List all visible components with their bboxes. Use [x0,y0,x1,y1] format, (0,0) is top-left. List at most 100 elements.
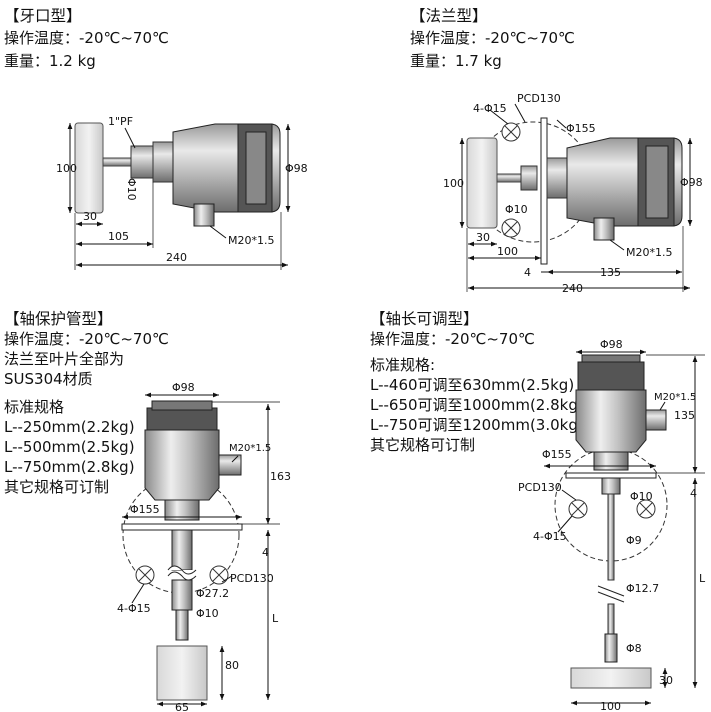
dim-label: 30 [83,210,97,223]
dim-label: Φ9 [626,534,642,547]
housing [144,429,220,501]
dim-label: Φ155 [542,448,572,461]
flange-type-text: 【法兰型】 操作温度：-20℃~70℃ 重量：1.7 kg [410,6,575,71]
shaft [496,173,522,183]
dim-label: Φ155 [566,122,596,135]
bolt-x [639,502,653,516]
shaft-tube-type-temp: 操作温度：-20℃~70℃ [4,330,169,348]
dim-label: Φ98 [600,338,623,351]
thread-type-weight: 重量：1.2 kg [4,52,96,70]
dim-label: 100 [497,245,518,258]
dim-label: 4 [262,546,269,559]
dim-label: M20*1.5 [626,246,672,259]
dim-label: 30 [476,231,490,244]
adjuster [601,477,621,495]
dim-label: 65 [175,701,189,712]
neck [152,141,174,183]
bolt-x [504,125,518,139]
bolt-x [504,221,518,235]
shaft [102,157,132,167]
dim-label: 135 [600,266,621,279]
cover-rib [645,145,669,219]
flange-type-title: 【法兰型】 [410,7,488,25]
rope [607,493,615,581]
dim-label: 105 [108,230,129,243]
thread-type-drawing: 100 30 105 240 1"PF Φ10 Φ98 M20*1.5 [56,115,308,270]
shaft-tube-other: 其它规格可订制 [4,478,110,496]
flange-type-weight: 重量：1.7 kg [410,52,502,70]
dim-label: 100 [56,162,77,175]
dim-label: 100 [600,700,621,712]
leader [209,225,227,239]
shaft-tube-note-2: SUS304材质 [4,370,93,388]
dim-label: PCD130 [518,481,562,494]
shaft-tube-spec-title: 标准规格 [4,398,65,416]
flange-plate [540,117,548,265]
shaft-tube-spec-2: L--500mm(2.5kg) [4,438,135,456]
break-mark [597,585,625,603]
cover-rib [245,131,267,205]
break-mark [167,565,197,581]
dim-label: Φ98 [172,381,195,394]
dim-label: Φ8 [626,642,642,655]
thread-fitting [130,145,154,179]
dim-label: Φ12.7 [626,582,659,595]
bolt-x [138,568,152,582]
dim-label: 240 [166,251,187,264]
thread-type-title: 【牙口型】 [4,7,82,25]
dim-label: 30 [659,674,673,687]
paddle [570,667,652,689]
thread-type-text: 【牙口型】 操作温度：-20℃~70℃ 重量：1.2 kg [4,6,169,71]
paddle [156,645,208,701]
adjustable-spec-1: L--460可调至630mm(2.5kg) [370,376,575,394]
cable-gland [593,217,615,241]
leader [659,401,666,411]
dim-label: M20*1.5 [654,392,696,403]
shaft-tube-spec-3: L--750mm(2.8kg) [4,458,135,476]
shaft-end [175,609,189,641]
pcd-circle [554,448,668,562]
leader [231,455,239,463]
neck [546,157,568,199]
cover [577,361,645,391]
leader [609,239,625,251]
tube [171,529,193,571]
shaft-fitting [520,165,538,191]
dim-label: M20*1.5 [228,234,274,247]
cover-top [151,400,213,411]
leader [556,119,567,129]
shaft-tube-type-drawing: Φ98 M20*1.5 163 Φ155 4 L PCD130 Φ27.2 4-… [117,381,291,712]
cover [146,407,218,431]
adjustable-spec-2: L--650可调至1000mm(2.8kg) [370,396,584,414]
housing [575,389,647,453]
flange-type-temp: 操作温度：-20℃~70℃ [410,29,575,47]
dim-label: 4 [690,487,697,500]
dim-label: L [699,572,706,585]
adjustable-type-drawing: Φ98 M20*1.5 135 Φ155 4 PCD130 Φ10 4-Φ15 … [518,338,706,712]
flange-plate [565,472,657,479]
dim-label: PCD130 [517,92,561,105]
dim-label: Φ27.2 [196,587,229,600]
dim-label: 4-Φ15 [473,102,507,115]
tube [171,579,193,611]
shaft-tube-type-text: 【轴保护管型】 操作温度：-20℃~70℃ 法兰至叶片全部为 SUS304材质 … [4,309,169,497]
flange-type-drawing: 100 30 100 4 135 240 4-Φ15 PCD130 Φ155 Φ… [443,92,703,295]
dim-label: 4-Φ15 [533,530,567,543]
leader [131,583,145,604]
shaft-tube-type-title: 【轴保护管型】 [4,310,113,328]
paddle [74,122,104,214]
dim-label: 163 [270,470,291,483]
leader [221,575,233,583]
shaft-tube-note-1: 法兰至叶片全部为 [4,350,125,368]
dim-label: 240 [562,282,583,295]
dim-label: 100 [443,177,464,190]
dim-label: PCD130 [230,572,274,585]
leader [514,103,526,123]
dim-label: Φ155 [130,503,160,516]
dim-label: 4-Φ15 [117,602,151,615]
cable-gland [645,409,667,431]
leader [124,127,136,149]
leader [561,489,577,501]
leader [489,109,509,125]
dim-label: 135 [674,409,695,422]
